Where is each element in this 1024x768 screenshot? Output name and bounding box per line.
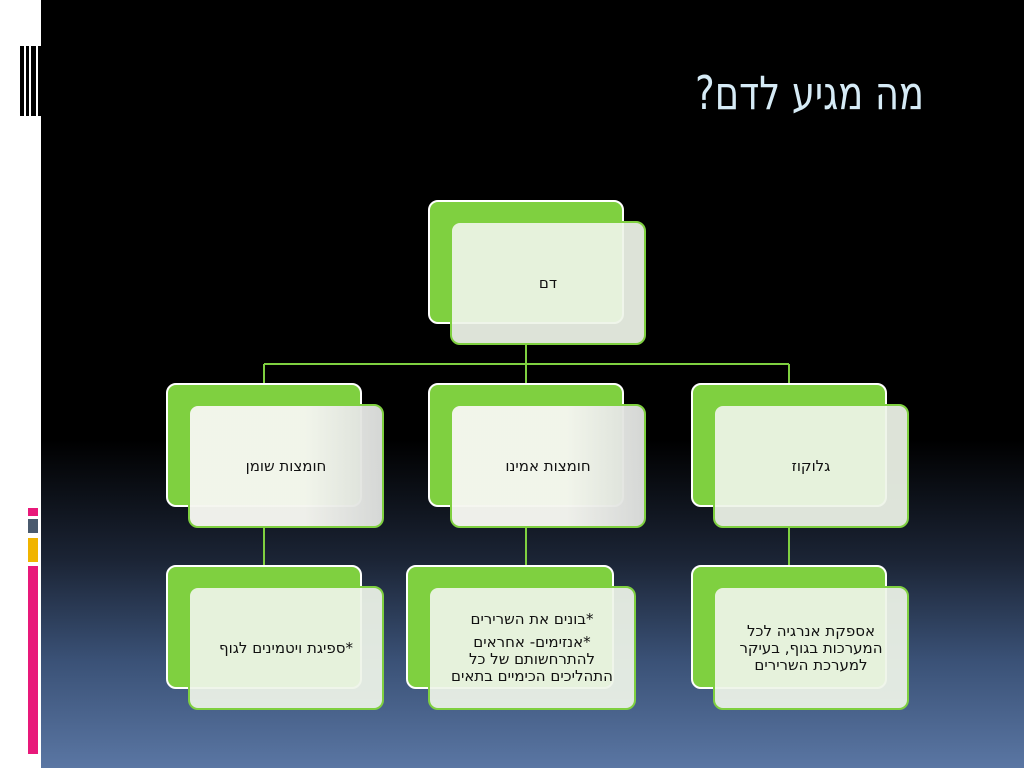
node-front: *בונים את השרירים *אנזימים- אחראים להתרח… <box>428 586 636 710</box>
yellow-accent-block <box>28 538 38 562</box>
node-front: חומצות שומן <box>188 404 384 528</box>
node-amino-acids-label: חומצות אמינו <box>505 456 591 475</box>
bullet-enzymes: *אנזימים- אחראים להתרחשותם של כל התהליכי… <box>451 633 613 685</box>
node-front: חומצות אמינו <box>450 404 646 528</box>
node-blood-label: דם <box>538 273 558 292</box>
node-front: גלוקוז <box>713 404 909 528</box>
node-glucose-desc-text: אספקת אנרגיה לכל המערכות בגוף, בעיקר למע… <box>739 621 883 674</box>
pink-accent-block <box>28 508 38 516</box>
node-front: דם <box>450 221 646 345</box>
pink-accent-bar <box>28 566 38 754</box>
gray-accent-block <box>28 519 38 533</box>
bars-logo-icon <box>20 46 42 116</box>
left-decorative-strip <box>0 0 41 768</box>
node-front: אספקת אנרגיה לכל המערכות בגוף, בעיקר למע… <box>713 586 909 710</box>
node-front: *ספיגת ויטמינים לגוף <box>188 586 384 710</box>
node-glucose-label: גלוקוז <box>791 456 831 475</box>
bullet-muscles: *בונים את השרירים <box>470 610 594 628</box>
node-fatty-acids-desc-text: *ספיגת ויטמינים לגוף <box>219 638 353 657</box>
node-fatty-acids-label: חומצות שומן <box>245 456 327 475</box>
amino-acids-bullets: *בונים את השרירים *אנזימים- אחראים להתרח… <box>436 611 628 685</box>
slide-title: מה מגיע לדם? <box>695 66 924 120</box>
